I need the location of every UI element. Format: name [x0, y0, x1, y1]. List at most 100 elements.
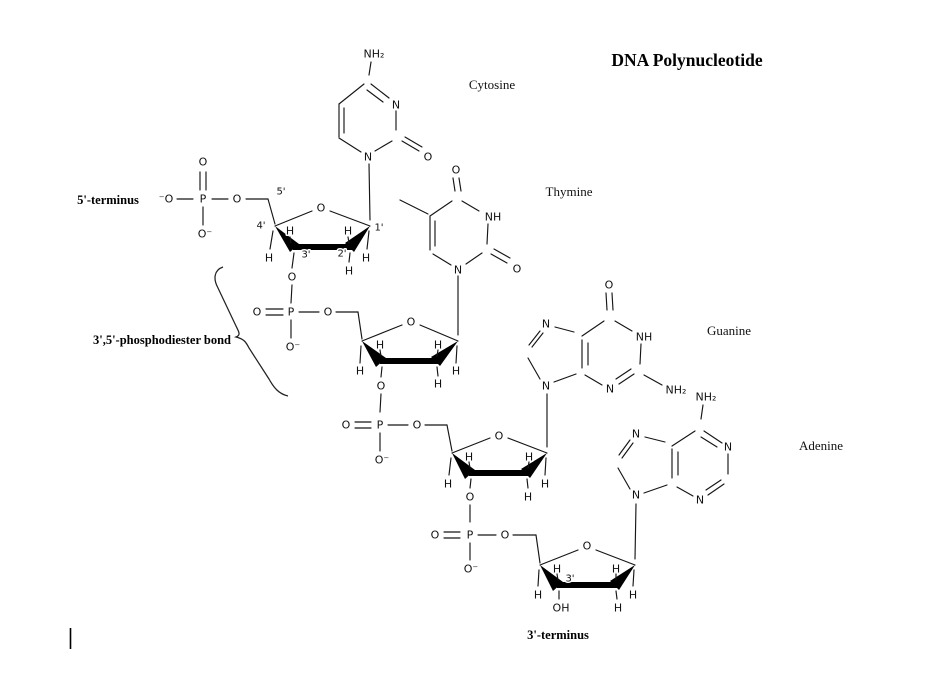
bond [348, 252, 351, 263]
sugar1-h-c4: H [265, 252, 273, 265]
bond [380, 366, 383, 378]
bond [614, 320, 633, 332]
sugar1-h-inner-left: H [286, 225, 294, 238]
bond [448, 457, 452, 476]
sugar3-h-inner-right: H [525, 451, 533, 464]
bond [366, 230, 370, 250]
label-thymine: Thymine [546, 184, 593, 199]
sugar2-h-inner-right: H [434, 339, 442, 352]
bond [338, 137, 362, 153]
sugar1-ring-o: O [317, 202, 326, 215]
guanine-nh2: NH₂ [666, 384, 687, 397]
sugar4-ring-o: O [583, 540, 592, 553]
bond [267, 198, 276, 225]
thymine-o2: O [513, 263, 522, 276]
p3-o-minus: O⁻ [375, 454, 390, 467]
sugar4-oh-3prime: OH [553, 602, 570, 615]
bond [370, 83, 390, 99]
bond [605, 292, 608, 311]
sugar4-h-inner-right: H [612, 563, 620, 576]
sugar-wedge-bond [469, 470, 529, 476]
bond [399, 199, 429, 215]
bond [527, 357, 541, 380]
phosphodiester-brace [214, 266, 289, 397]
bond [461, 200, 480, 212]
bond [379, 349, 382, 357]
bond [290, 284, 293, 304]
sugar2-h-c1: H [452, 365, 460, 378]
bond [553, 373, 577, 383]
sugar-wedge-bonds [275, 226, 635, 591]
bond [468, 461, 471, 469]
cytosine-nh2: NH₂ [364, 48, 385, 61]
bond [554, 326, 575, 333]
bond [581, 320, 605, 337]
adenine-n1: N [724, 441, 732, 454]
p4-o-ester: O [501, 529, 510, 542]
bond [338, 83, 365, 105]
p1-phosphorus: P [200, 193, 207, 206]
p1-o-ester: O [233, 193, 242, 206]
sugar3-h-inner-left: H [465, 451, 473, 464]
bond [436, 349, 439, 357]
bond [643, 484, 668, 494]
bond [379, 393, 382, 413]
bond [584, 374, 603, 386]
label-phosphodiester-bond: 3',5'-phosphodiester bond [93, 333, 231, 347]
p4-o-minus: O⁻ [464, 563, 479, 576]
sugar4-h-c1: H [629, 589, 637, 602]
bond [401, 140, 420, 152]
bond [700, 436, 718, 448]
cytosine-n3: N [392, 99, 400, 112]
sugar1-c3-prime-label: 3' [301, 250, 310, 261]
sugar1-o-3prime: O [288, 271, 297, 284]
sugar-wedge-bond [557, 582, 618, 588]
bond [531, 332, 544, 348]
bond [269, 230, 274, 250]
bond [700, 404, 704, 420]
sugar2-o-3prime: O [377, 380, 386, 393]
sugar2-h-inner-left: H [376, 339, 384, 352]
bond [361, 324, 403, 342]
p4-phosphorus: P [467, 529, 474, 542]
p2-o-double: O [253, 306, 262, 319]
bond [618, 439, 631, 456]
sugar-wedge-bond [293, 244, 352, 250]
bond [615, 590, 618, 600]
p1-o-double: O [199, 156, 208, 169]
bond [615, 368, 632, 380]
bond [671, 430, 696, 447]
sugar4-h-c2: H [614, 602, 622, 615]
sugar-wedge-bond [380, 358, 439, 364]
p3-o-double: O [342, 419, 351, 432]
thymine-o4: O [452, 164, 461, 177]
bond [469, 478, 472, 489]
guanine-o6: O [605, 279, 614, 292]
label-five-prime-terminus: 5'-terminus [77, 193, 139, 207]
bond [419, 324, 459, 342]
bond [544, 457, 547, 476]
sugar-wedge-bond [431, 341, 458, 366]
bond [676, 486, 694, 497]
sugar1-c4-prime-label: 4' [256, 221, 265, 232]
bond [451, 437, 491, 454]
p2-phosphorus: P [288, 306, 295, 319]
thymine-n1: N [454, 264, 462, 277]
bond [618, 373, 635, 385]
bond [507, 437, 548, 454]
bond [374, 140, 393, 152]
adenine-n3: N [696, 494, 704, 507]
bond [639, 343, 642, 365]
sugar1-c1-prime-label: 1' [374, 223, 383, 234]
bond [404, 136, 423, 148]
bond [611, 292, 614, 311]
guanine-n1h: NH [636, 331, 653, 344]
bond-lines [176, 61, 729, 600]
bond [329, 210, 371, 227]
p3-phosphorus: P [377, 419, 384, 432]
p4-o-double: O [431, 529, 440, 542]
p3-o-ester: O [413, 419, 422, 432]
bond [289, 236, 292, 244]
